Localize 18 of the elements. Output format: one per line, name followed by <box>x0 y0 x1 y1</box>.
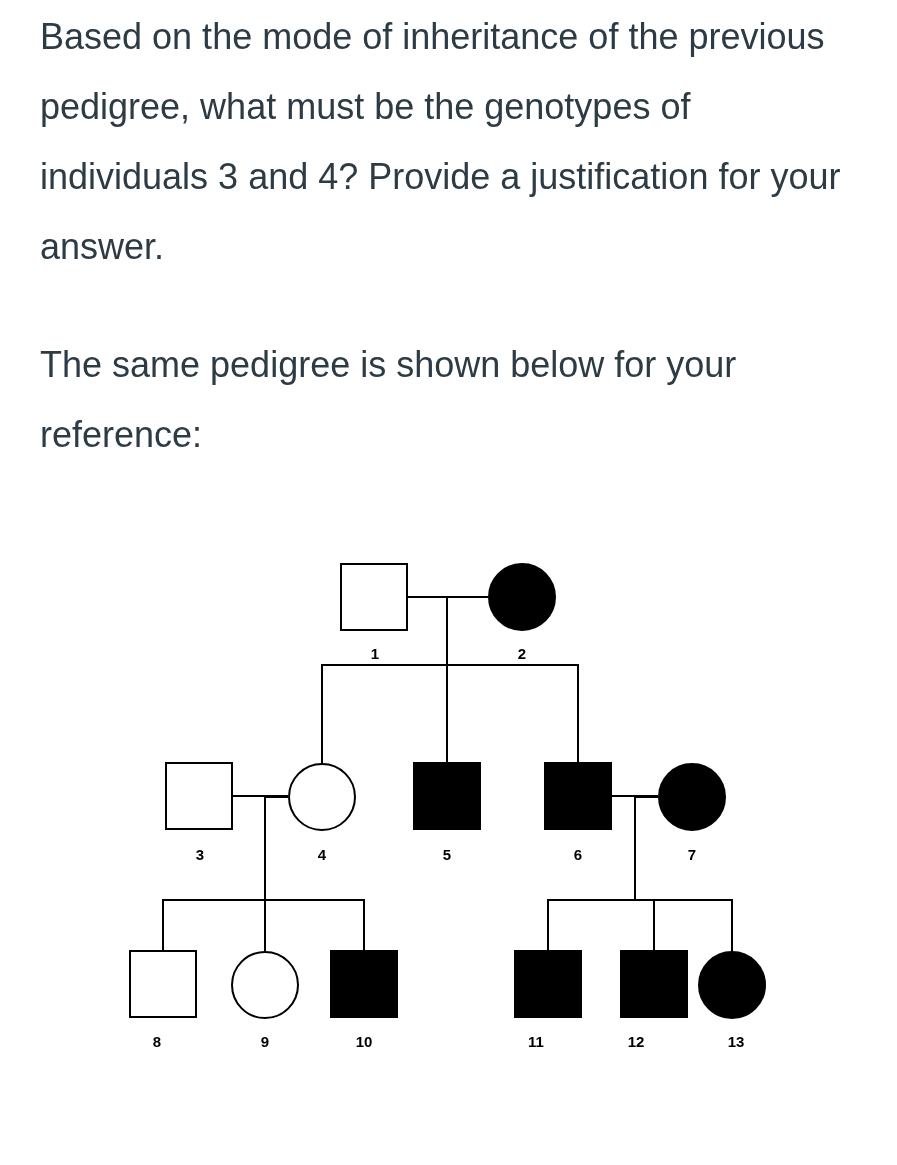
individual-number: 10 <box>355 1033 373 1050</box>
individual-number: 12 <box>627 1033 645 1050</box>
individual-number: 9 <box>260 1033 270 1050</box>
individual-number: 4 <box>317 846 327 863</box>
descent-line <box>634 796 733 952</box>
individual-number: 2 <box>517 645 527 662</box>
individual-number: 8 <box>152 1033 162 1050</box>
individual-number: 11 <box>528 1033 544 1050</box>
individual-number: 13 <box>727 1033 745 1050</box>
individual-number: 7 <box>687 846 697 863</box>
individual-number: 1 <box>370 645 380 662</box>
individual-number: 3 <box>195 846 205 863</box>
question-text: Based on the mode of inheritance of the previous pedigree, what must be the genotypes of individuals 3 and 4? Provide a justification for your answer. <box>40 15 842 269</box>
individual-number: 5 <box>442 846 452 863</box>
descent-line <box>264 796 365 951</box>
descent-line <box>446 596 579 763</box>
individual-number: 6 <box>573 846 583 863</box>
question-text: The same pedigree is shown below for your reference: <box>40 343 738 457</box>
